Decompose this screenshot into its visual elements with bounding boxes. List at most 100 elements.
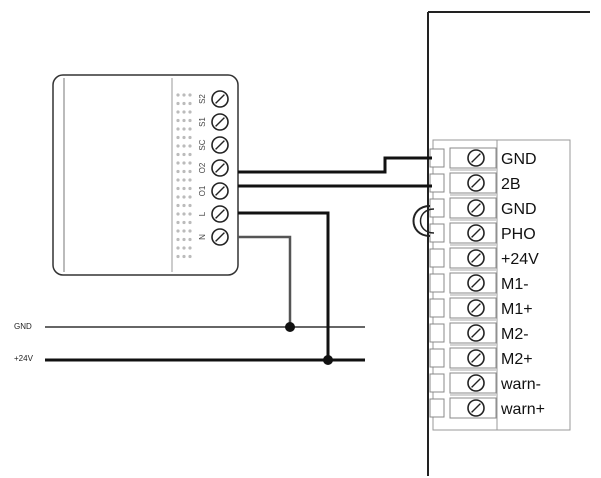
vent-dot [176,237,180,242]
terminal-label: M2+ [501,351,533,368]
junction-24v [323,355,333,365]
terminal-row: GND [429,147,537,171]
terminal-screw-icon [467,299,485,317]
module-body [52,74,239,276]
vent-dot [188,178,192,182]
terminal-label: PHO [501,226,536,243]
vent-dot [176,203,180,208]
bus-label-24v: +24V [14,354,34,363]
module-terminal-screw-icon [211,228,229,246]
vent-dot [176,186,180,191]
vent-dot [188,118,192,123]
vent-dot [188,135,192,140]
terminal-slot [429,323,445,343]
terminal-label: warn- [500,376,541,393]
power-bus: GND +24V [14,322,365,363]
terminal-label: warn+ [500,401,545,418]
bus-label-gnd: GND [14,322,32,331]
terminal-screw-icon [467,274,485,292]
module-terminal-screw-icon [211,182,229,200]
vent-dot [182,101,186,106]
vent-dot [176,178,180,182]
terminal-label: M1+ [501,301,533,318]
vent-dot [176,212,180,216]
vent-dot [176,254,180,259]
vent-dot [182,195,186,199]
terminal-slot [429,398,445,418]
module-terminal-label: SC [198,139,207,150]
module-terminal-label: L [198,211,207,216]
terminal-row: M2- [429,322,529,346]
controller-enclosure [427,11,590,476]
module-terminal-screw-icon [211,136,229,154]
vent-dot [182,254,186,259]
vent-dot [176,195,180,199]
wire-n-gnd [238,235,292,327]
vent-dot [188,110,192,114]
module-terminal-screw-icon [211,159,229,177]
vent-dot [176,110,180,114]
terminal-screw-icon [467,224,485,242]
terminal-label: +24V [501,251,539,268]
terminal-row: 2B [429,172,521,196]
module-terminal-label: S2 [198,94,207,104]
terminal-screw-icon [467,399,485,417]
vent-dot [182,246,186,250]
junction-gnd [285,322,295,332]
terminal-label: M2- [501,326,529,343]
terminal-slot [429,148,445,168]
module-terminal-label: O1 [198,185,207,196]
vent-dot [182,178,186,182]
vent-dot [176,161,180,165]
jumper-wire [412,205,431,237]
terminal-slot [429,373,445,393]
vent-dot [188,203,192,208]
terminal-label: GND [501,151,537,168]
terminal-slot [429,198,445,218]
terminal-row: +24V [429,247,539,271]
module-terminal-label: O2 [198,162,207,173]
module-terminal-screw-icon [211,90,229,108]
vent-dot [176,169,180,174]
vent-dot [188,152,192,157]
terminal-label: M1- [501,276,529,293]
vent-dot [182,229,186,233]
vent-dot [182,118,186,123]
vent-dot [182,220,186,225]
vent-dot [182,237,186,242]
vent-dot [176,101,180,106]
terminal-row: warn+ [429,397,545,419]
vent-dot [182,161,186,165]
terminal-row: PHO [429,222,536,246]
vent-dot [176,144,180,148]
terminal-screw-icon [467,149,485,167]
terminal-screw-icon [467,249,485,267]
terminal-row: warn- [429,372,541,396]
vent-dot [182,110,186,114]
terminal-row: M1- [429,272,529,296]
vent-dot [182,152,186,157]
terminal-block-rows: GND 2B GND PHO +24V M1- M1+ M2- M2+ warn-warn+ [429,147,545,419]
vent-dot [182,203,186,208]
terminal-slot [429,173,445,193]
vent-dot [176,135,180,140]
vent-dot [182,169,186,174]
terminal-slot [429,348,445,368]
vent-dot [188,144,192,148]
vent-dot [182,212,186,216]
vent-dot [188,161,192,165]
vent-dot [176,93,180,97]
vent-dot [188,169,192,174]
terminal-screw-icon [467,324,485,342]
vent-dot [176,246,180,250]
terminal-row: GND [429,197,537,221]
terminal-row: M2+ [429,347,533,371]
module-vent-dots [176,93,192,259]
terminal-screw-icon [467,349,485,367]
terminal-label: GND [501,201,537,218]
vent-dot [188,212,192,216]
vent-dot [188,254,192,259]
terminal-label: 2B [501,176,521,193]
